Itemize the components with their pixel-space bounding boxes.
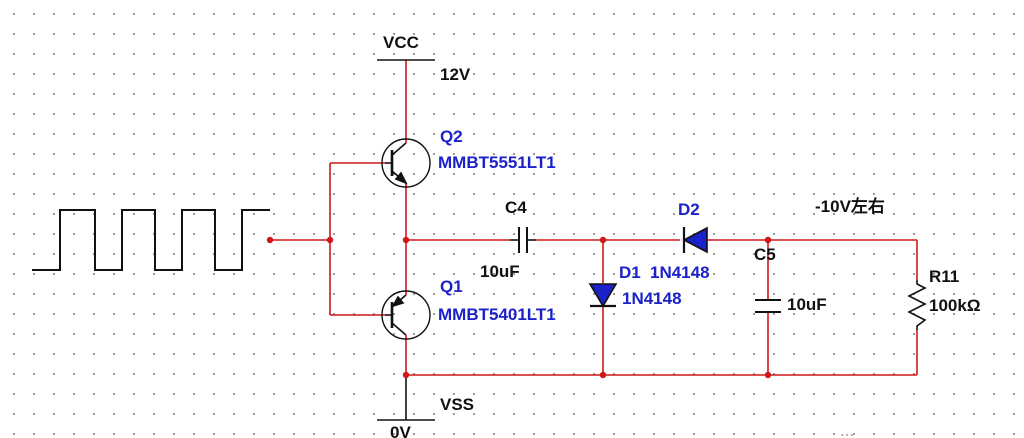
output-voltage-note: -10V左右 <box>815 196 885 216</box>
d2-part-label: 1N4148 <box>650 263 710 282</box>
q2-ref-label: Q2 <box>440 127 463 146</box>
vss-ground-symbol <box>377 375 435 421</box>
c4-ref-label: C4 <box>505 198 527 217</box>
red-wires <box>270 60 918 376</box>
q1-part-label: MMBT5401LT1 <box>438 305 556 324</box>
c5-ref-label: C5 <box>754 245 776 264</box>
r11-value-label: 100kΩ <box>929 296 980 315</box>
q2-part-label: MMBT5551LT1 <box>438 153 556 172</box>
square-wave-source <box>32 209 270 271</box>
junction-dots <box>266 236 772 379</box>
vcc-voltage-label: 12V <box>440 65 471 84</box>
vss-voltage-label: 0V <box>390 423 411 438</box>
d1-ref-label: D1 <box>619 263 641 282</box>
d2-diode <box>682 226 708 254</box>
c4-capacitor <box>510 227 536 253</box>
c5-value-label: 10uF <box>787 295 827 314</box>
q1-ref-label: Q1 <box>440 277 463 296</box>
q1-pnp-transistor <box>381 290 431 340</box>
watermark-text: ... <box>840 422 854 438</box>
d2-ref-label: D2 <box>678 200 700 219</box>
d1-part-label: 1N4148 <box>622 289 682 308</box>
q2-npn-transistor <box>381 138 431 188</box>
r11-ref-label: R11 <box>929 267 959 286</box>
vcc-label: VCC <box>383 33 419 52</box>
d1-diode <box>588 283 618 308</box>
vss-label: VSS <box>440 395 474 414</box>
c4-value-label: 10uF <box>480 262 520 281</box>
c5-capacitor <box>755 299 781 313</box>
r11-resistor <box>907 280 927 330</box>
